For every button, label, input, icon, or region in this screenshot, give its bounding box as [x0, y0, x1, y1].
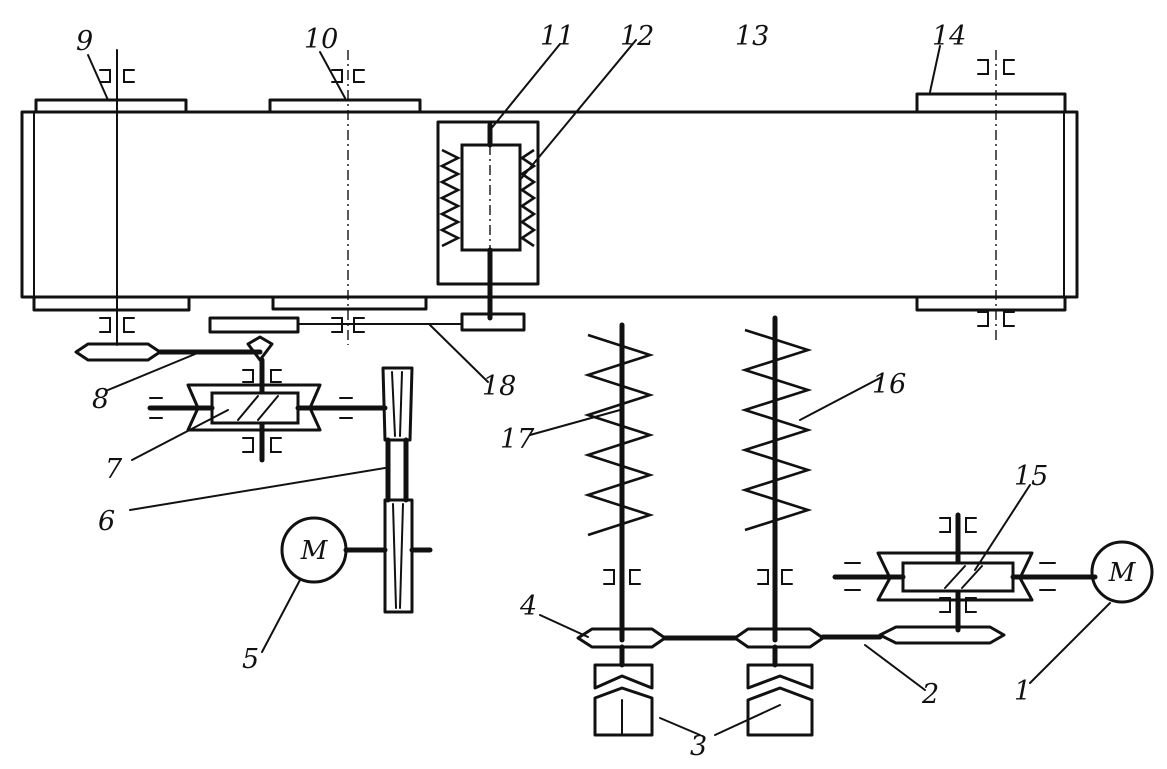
spring-17 — [583, 322, 655, 643]
motor-1-symbol: M — [1108, 558, 1137, 588]
leader-lines — [87, 39, 1111, 736]
bottom-pad-right — [915, 295, 1067, 312]
shaft-2 — [576, 625, 1006, 649]
belt-drive-6 — [381, 366, 414, 614]
motor-5-symbol: M — [300, 536, 329, 566]
axis-9 — [99, 49, 135, 346]
cam-3-right — [746, 644, 814, 737]
link-rod-18 — [208, 312, 526, 334]
bottom-pad-left — [32, 295, 191, 312]
label-1: 1 — [1014, 676, 1031, 707]
label-14: 14 — [932, 21, 966, 52]
motor-1 — [1090, 540, 1154, 604]
label-9: 9 — [76, 26, 93, 57]
main-drum-13 — [20, 110, 1079, 299]
bearings-lower — [603, 569, 793, 585]
label-18: 18 — [482, 371, 516, 402]
cam-3-left — [593, 644, 654, 737]
label-13: 13 — [735, 21, 769, 52]
label-12: 12 — [620, 21, 654, 52]
label-16: 16 — [872, 369, 906, 400]
top-pad-9 — [34, 98, 188, 114]
label-7: 7 — [105, 454, 123, 485]
axis-14 — [977, 50, 1015, 340]
label-8: 8 — [92, 384, 109, 415]
top-pad-14 — [915, 92, 1067, 114]
gearbox-15 — [832, 512, 1098, 633]
label-5: 5 — [242, 644, 259, 675]
label-10: 10 — [304, 24, 338, 55]
axis-10 — [331, 50, 365, 345]
label-11: 11 — [540, 21, 574, 52]
bottom-pad-middle — [271, 295, 428, 311]
label-4: 4 — [519, 591, 537, 622]
spring-housing-11 — [436, 120, 540, 321]
label-17: 17 — [500, 424, 535, 455]
gearbox-7 — [147, 357, 388, 463]
label-15: 15 — [1014, 461, 1048, 492]
spring-16 — [740, 315, 813, 643]
label-2: 2 — [921, 679, 939, 710]
label-6: 6 — [98, 506, 115, 537]
top-pad-10 — [268, 98, 422, 114]
shaft-8 — [74, 335, 274, 362]
label-3: 3 — [690, 731, 707, 762]
motor-5 — [280, 516, 433, 584]
